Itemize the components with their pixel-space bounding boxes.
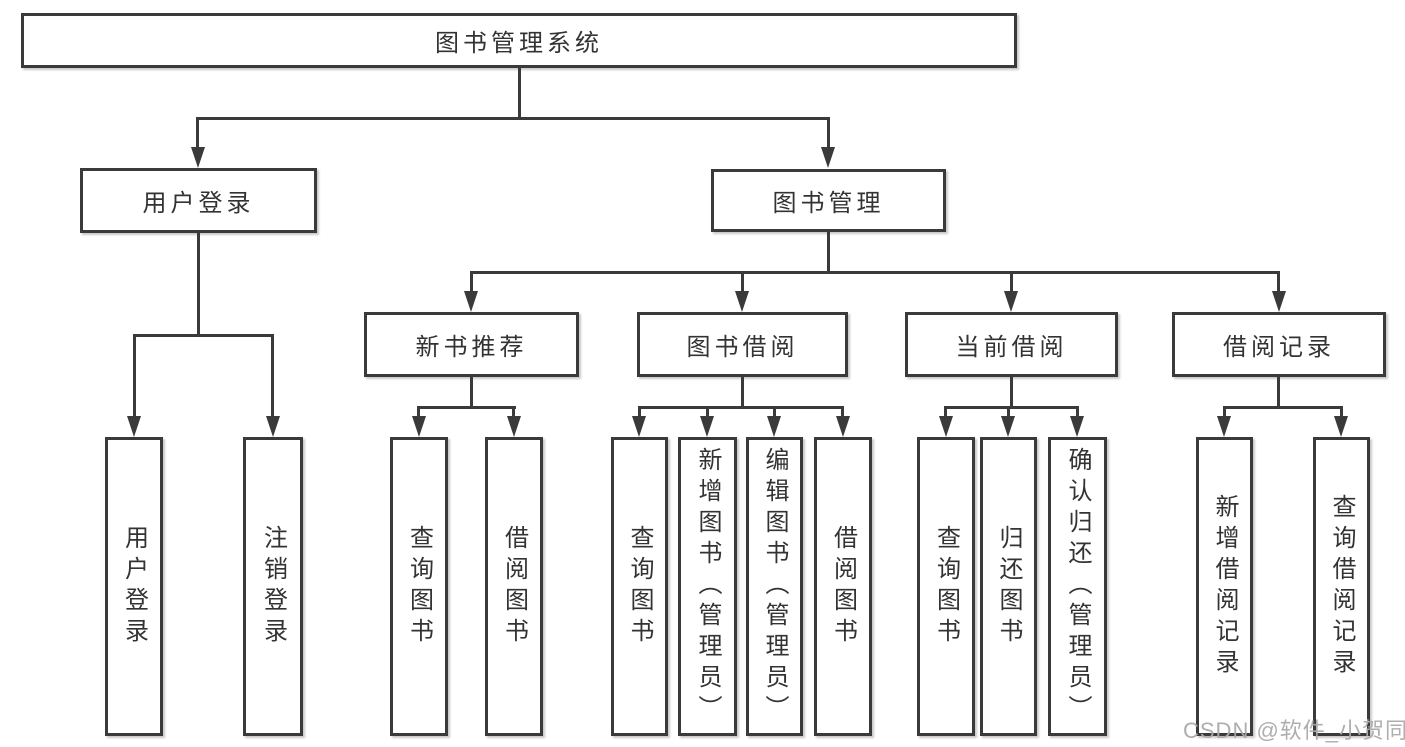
arrow-down-icon — [939, 416, 953, 437]
node-user-login: 用户登录 — [80, 168, 317, 233]
leaf-borrow-book: 借阅图书 — [814, 437, 872, 736]
arrow-down-icon — [767, 416, 781, 437]
connector-line — [1010, 377, 1013, 408]
leaf-query-books-current: 查询图书 — [917, 437, 975, 736]
arrow-down-icon — [735, 291, 749, 312]
arrow-down-icon — [700, 416, 714, 437]
connector-line — [944, 406, 1078, 409]
leaf-add-borrow-record: 新增借阅记录 — [1196, 437, 1253, 736]
csdn-watermark: CSDN @软件_小贺同学 — [1183, 718, 1405, 743]
connector-line — [518, 68, 521, 119]
arrow-down-icon — [1217, 416, 1231, 437]
connector-line — [470, 377, 473, 408]
leaf-query-books-borrowing: 查询图书 — [611, 437, 668, 736]
leaf-return-book: 归还图书 — [980, 437, 1037, 736]
connector-line — [470, 271, 473, 292]
leaf-query-books-recommend: 查询图书 — [390, 437, 448, 736]
connector-line — [418, 406, 516, 409]
connector-line — [741, 271, 744, 292]
arrow-down-icon — [266, 416, 280, 437]
connector-line — [1223, 406, 1342, 409]
node-current-borrowing: 当前借阅 — [905, 312, 1118, 377]
connector-line — [773, 406, 776, 417]
connector-line — [470, 271, 1280, 274]
connector-line — [1223, 406, 1226, 417]
connector-line — [1340, 406, 1343, 417]
connector-line — [1277, 377, 1280, 408]
leaf-add-book-admin: 新增图书（管理员） — [678, 437, 737, 736]
node-book-borrowing: 图书借阅 — [637, 312, 848, 377]
connector-line — [638, 406, 641, 417]
leaf-query-borrow-record: 查询借阅记录 — [1313, 437, 1370, 736]
connector-line — [417, 406, 420, 417]
arrow-down-icon — [632, 416, 646, 437]
connector-line — [512, 406, 515, 417]
connector-line — [638, 406, 844, 409]
connector-line — [741, 377, 744, 408]
leaf-borrow-book-recommend: 借阅图书 — [485, 437, 543, 736]
arrow-down-icon — [412, 416, 426, 437]
connector-line — [944, 406, 947, 417]
connector-line — [706, 406, 709, 417]
leaf-user-login: 用户登录 — [105, 437, 163, 736]
connector-line — [271, 334, 274, 416]
connector-line — [1010, 271, 1013, 292]
node-new-book-recommendation: 新书推荐 — [364, 312, 579, 377]
node-borrowing-records: 借阅记录 — [1172, 312, 1386, 377]
connector-line — [196, 117, 830, 120]
arrow-down-icon — [1334, 416, 1348, 437]
leaf-confirm-return-admin: 确认归还（管理员） — [1048, 437, 1107, 736]
arrow-down-icon — [821, 147, 835, 168]
arrow-down-icon — [1272, 291, 1286, 312]
leaf-logout: 注销登录 — [243, 437, 303, 736]
arrow-down-icon — [464, 291, 478, 312]
arrow-down-icon — [1070, 416, 1084, 437]
connector-line — [827, 117, 830, 148]
connector-line — [133, 334, 274, 337]
leaf-edit-book-admin: 编辑图书（管理员） — [746, 437, 803, 736]
connector-line — [827, 232, 830, 273]
connector-line — [1277, 271, 1280, 292]
connector-line — [841, 406, 844, 417]
arrow-down-icon — [836, 416, 850, 437]
arrow-down-icon — [191, 147, 205, 168]
arrow-down-icon — [1001, 416, 1015, 437]
node-root: 图书管理系统 — [21, 13, 1017, 68]
connector-line — [1076, 406, 1079, 417]
arrow-down-icon — [507, 416, 521, 437]
connector-line — [133, 334, 136, 416]
arrow-down-icon — [127, 416, 141, 437]
connector-line — [196, 117, 199, 148]
node-book-management: 图书管理 — [711, 169, 946, 232]
arrow-down-icon — [1004, 291, 1018, 312]
connector-line — [1007, 406, 1010, 417]
connector-line — [197, 233, 200, 336]
